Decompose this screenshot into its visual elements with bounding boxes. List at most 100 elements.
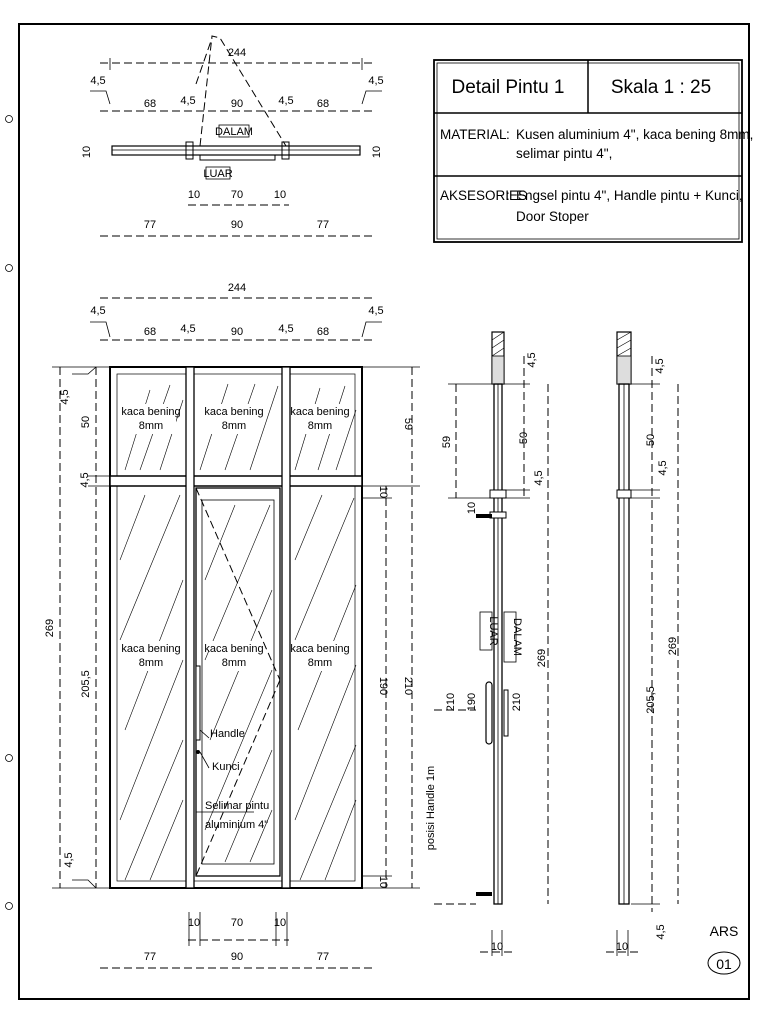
plan-dim-stile-left: 10 [188, 189, 200, 201]
sheet-border [18, 23, 750, 1000]
section-a-transom-glass: 50 [518, 432, 530, 444]
glass-hatch [119, 383, 357, 881]
elev-dim-frame-left: 4,5 [90, 305, 105, 317]
glass-label-tc-2: 8mm [222, 420, 246, 432]
front-elevation: 244 4,5 4,5 68 4,5 90 4,5 68 [44, 282, 420, 969]
material-label: MATERIAL [440, 127, 507, 142]
section-b-transom-frame: 4,5 [657, 460, 669, 475]
plan-dim-thickness-left: 10 [81, 146, 93, 158]
elev-dim-bottom-right: 77 [317, 951, 329, 963]
elev-dim-mullion-right: 4,5 [278, 323, 293, 335]
section-a-door-height-left: 210 [445, 693, 457, 711]
section-b-top-frame: 4,5 [654, 358, 666, 373]
elev-dim-door-total: 210 [402, 677, 414, 695]
glass-label-tc-1: kaca bening [204, 406, 263, 418]
lock-label: Kunci [212, 761, 240, 773]
plan-dim-bottom-left: 77 [144, 219, 156, 231]
elev-dim-bottom-left: 77 [144, 951, 156, 963]
section-a-bottom-width: 10 [491, 941, 503, 953]
elev-dim-total-height: 269 [44, 619, 56, 637]
section-a-outside-label: LUAR [487, 616, 499, 645]
elev-dim-bottom-center: 90 [231, 951, 243, 963]
elev-dim-overall: 244 [228, 282, 246, 294]
elev-dim-panel-right: 68 [317, 326, 329, 338]
glass-label-tl-1: kaca bening [121, 406, 180, 418]
section-a-top-rail: 10 [466, 502, 478, 514]
elev-dim-right-transom: 59 [402, 418, 414, 430]
door-handle [195, 665, 201, 741]
plan-dim-panel-center: 90 [231, 98, 243, 110]
plan-dim-frame-right: 4,5 [368, 75, 383, 87]
section-b-total: 269 [667, 637, 679, 655]
sheet-code: ARS [710, 923, 739, 939]
elev-dim-bottom-frame: 4,5 [63, 852, 75, 867]
section-a-transom-frame: 4,5 [533, 470, 545, 485]
section-b-bottom-frame: 4,5 [655, 924, 667, 939]
elev-dim-frame-right: 4,5 [368, 305, 383, 317]
plan-frame [111, 145, 361, 156]
binding-hole-1 [5, 115, 13, 123]
glass-label-bl-1: kaca bening [121, 643, 180, 655]
glass-label-tr-2: 8mm [308, 420, 332, 432]
section-a-total: 269 [536, 649, 548, 667]
accessories-separator: : [506, 188, 510, 203]
sheet-number: 01 [716, 956, 732, 972]
material-line-1: Kusen aluminium 4", kaca bening 8mm, [516, 127, 753, 142]
plan-dim-stile-right: 10 [274, 189, 286, 201]
elev-dim-top-frame: 4,5 [59, 389, 71, 404]
section-b: 4,5 50 4,5 205,5 4,5 269 10 [606, 331, 679, 956]
binding-hole-2 [5, 264, 13, 272]
plan-dim-bottom-right: 77 [317, 219, 329, 231]
glass-label-br-2: 8mm [308, 657, 332, 669]
glass-label-bc-1: kaca bening [204, 643, 263, 655]
section-a-transom: 59 [441, 436, 453, 448]
plan-dim-mullion-right: 4,5 [278, 95, 293, 107]
section-b-lower: 205,5 [645, 686, 657, 714]
section-a-top-frame: 4,5 [526, 352, 538, 367]
material-separator: : [506, 127, 510, 142]
section-a: LUAR DALAM 4,5 50 4,5 59 10 269 210 190 … [425, 331, 549, 956]
sheet-number-ellipse [707, 951, 741, 975]
binding-hole-4 [5, 902, 13, 910]
title-block: Detail Pintu 1 Skala 1 : 25 MATERIAL : K… [433, 59, 753, 243]
glass-label-bc-2: 8mm [222, 657, 246, 669]
section-a-inside-label: DALAM [511, 618, 523, 656]
section-b-transom-glass: 50 [645, 434, 657, 446]
elev-dim-transom-frame: 4,5 [79, 472, 91, 487]
elev-dim-panel-center: 90 [231, 326, 243, 338]
title-block-scale: Skala 1 : 25 [611, 77, 711, 98]
plan-view: 244 4,5 4,5 68 4,5 90 4,5 68 10 10 DALAM… [81, 35, 384, 237]
elev-outer-frame [109, 366, 363, 889]
section-b-bottom-width: 10 [616, 941, 628, 953]
title-block-title: Detail Pintu 1 [451, 77, 564, 98]
binding-hole-3 [5, 754, 13, 762]
glass-label-tr-1: kaca bening [290, 406, 349, 418]
handle-label: Handle [210, 728, 245, 740]
material-line-2: selimar pintu 4", [516, 146, 612, 161]
elev-dim-transom-height: 50 [80, 416, 92, 428]
elev-dim-bottom-stile-right: 10 [274, 917, 286, 929]
plan-label-inside: DALAM [215, 126, 253, 138]
plan-dim-frame-left: 4,5 [90, 75, 105, 87]
elev-dim-door-top-rail: 10 [377, 486, 389, 498]
plan-label-outside: LUAR [203, 168, 232, 180]
section-a-door-leaf: 190 [466, 693, 478, 711]
plan-dim-panel-left: 68 [144, 98, 156, 110]
glass-label-br-1: kaca bening [290, 643, 349, 655]
door-lock [196, 750, 200, 754]
glass-label-tl-2: 8mm [139, 420, 163, 432]
stile-label-2: aluminium 4" [205, 819, 268, 831]
plan-dim-panel-right: 68 [317, 98, 329, 110]
section-a-handle-position: posisi Handle 1m [425, 766, 437, 850]
elev-dim-panel-left: 68 [144, 326, 156, 338]
plan-dim-door-leaf: 70 [231, 189, 243, 201]
elev-dim-door-leaf: 190 [377, 677, 389, 695]
elev-dim-mullion-left: 4,5 [180, 323, 195, 335]
elev-dim-lower-height: 205,5 [80, 670, 92, 698]
plan-dim-thickness-right: 10 [371, 146, 383, 158]
plan-dim-bottom-center: 90 [231, 219, 243, 231]
accessories-line-2: Door Stoper [516, 209, 589, 224]
section-a-door-height-right: 210 [511, 693, 523, 711]
glass-label-bl-2: 8mm [139, 657, 163, 669]
